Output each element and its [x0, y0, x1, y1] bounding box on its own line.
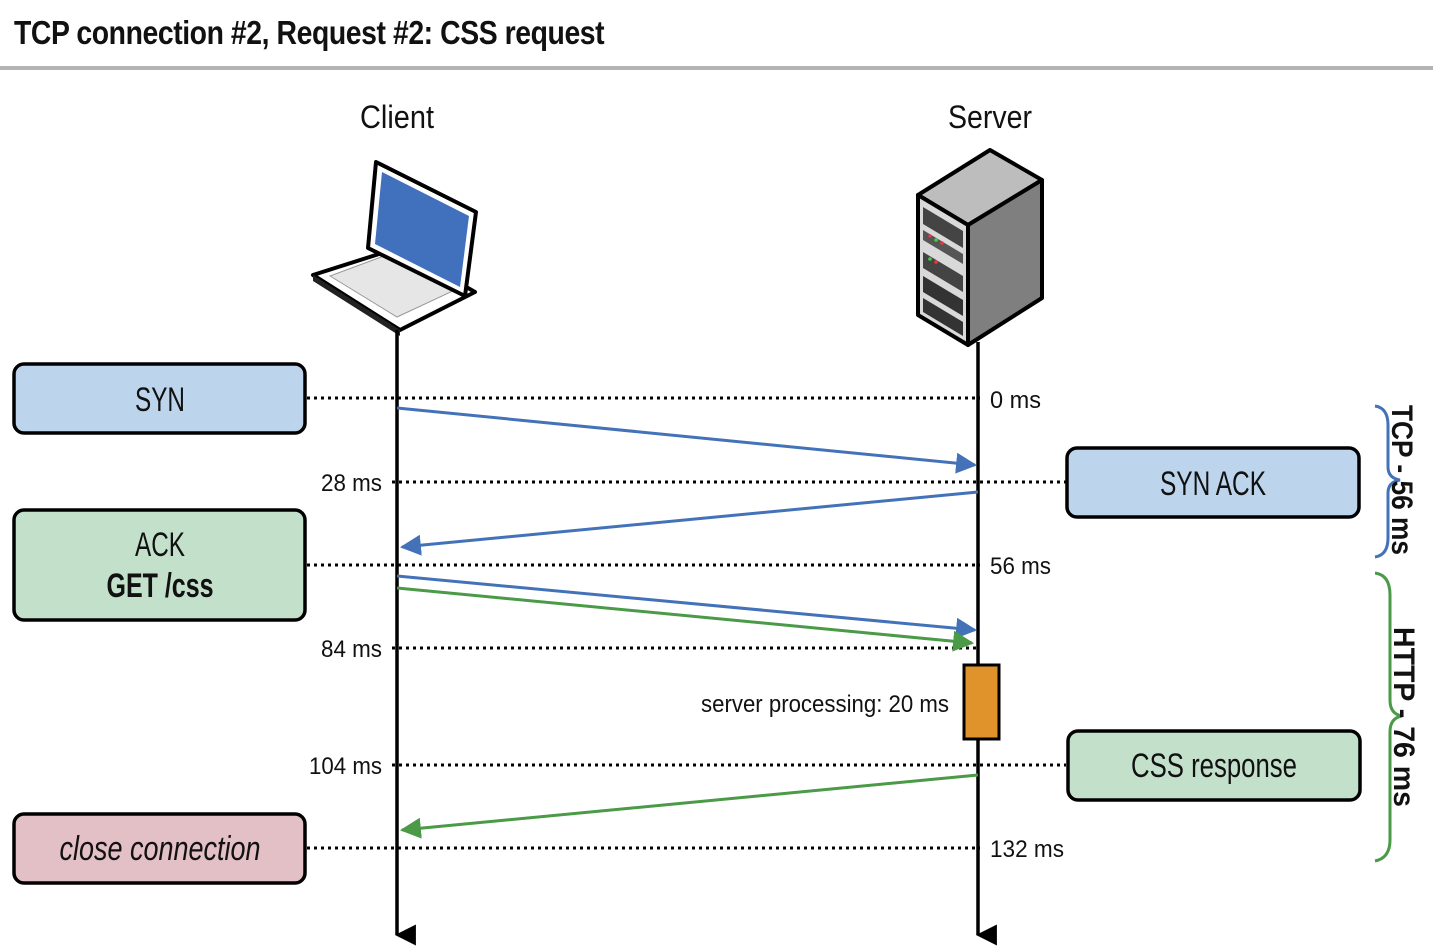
- server-processing-bar: [962, 663, 1001, 741]
- time-label-104ms: 104 ms: [309, 753, 382, 780]
- close-connection-label: close connection: [60, 830, 261, 868]
- ack-get-box: ACK GET /css: [12, 508, 307, 622]
- get-css-arrow: [396, 586, 975, 652]
- page-title: TCP connection #2, Request #2: CSS reque…: [14, 14, 605, 51]
- get-css-label: GET /css: [107, 567, 214, 605]
- server-icon: [916, 148, 1044, 347]
- http-phase-label: HTTP - 76 ms: [1387, 627, 1420, 807]
- syn-box: SYN: [12, 362, 307, 435]
- http-brace: [1374, 571, 1403, 863]
- title-divider: [0, 66, 1433, 70]
- syn-ack-arrow: [399, 490, 979, 556]
- css-response-arrow: [399, 773, 979, 839]
- tcp-phase-label: TCP - 56 ms: [1385, 405, 1418, 555]
- close-connection-box: close connection: [12, 812, 307, 885]
- syn-ack-box: SYN ACK: [1065, 446, 1361, 519]
- syn-box-label: SYN: [135, 381, 185, 419]
- time-label-0ms: 0 ms: [990, 387, 1041, 414]
- css-response-label: CSS response: [1131, 747, 1297, 785]
- syn-ack-box-label: SYN ACK: [1160, 465, 1266, 503]
- time-gridlines: [307, 396, 1066, 850]
- time-label-84ms: 84 ms: [321, 636, 382, 663]
- syn-arrow: [396, 406, 978, 474]
- server-processing-label: server processing: 20 ms: [701, 691, 949, 718]
- ack-label: ACK: [135, 526, 185, 564]
- ack-arrow: [396, 574, 978, 639]
- time-label-56ms: 56 ms: [990, 553, 1051, 580]
- time-label-132ms: 132 ms: [990, 836, 1064, 863]
- server-label: Server: [948, 99, 1032, 135]
- laptop-icon: [311, 160, 478, 336]
- css-response-box: CSS response: [1066, 729, 1362, 802]
- tcp-brace: [1374, 404, 1401, 559]
- time-label-28ms: 28 ms: [321, 470, 382, 497]
- client-label: Client: [360, 99, 434, 135]
